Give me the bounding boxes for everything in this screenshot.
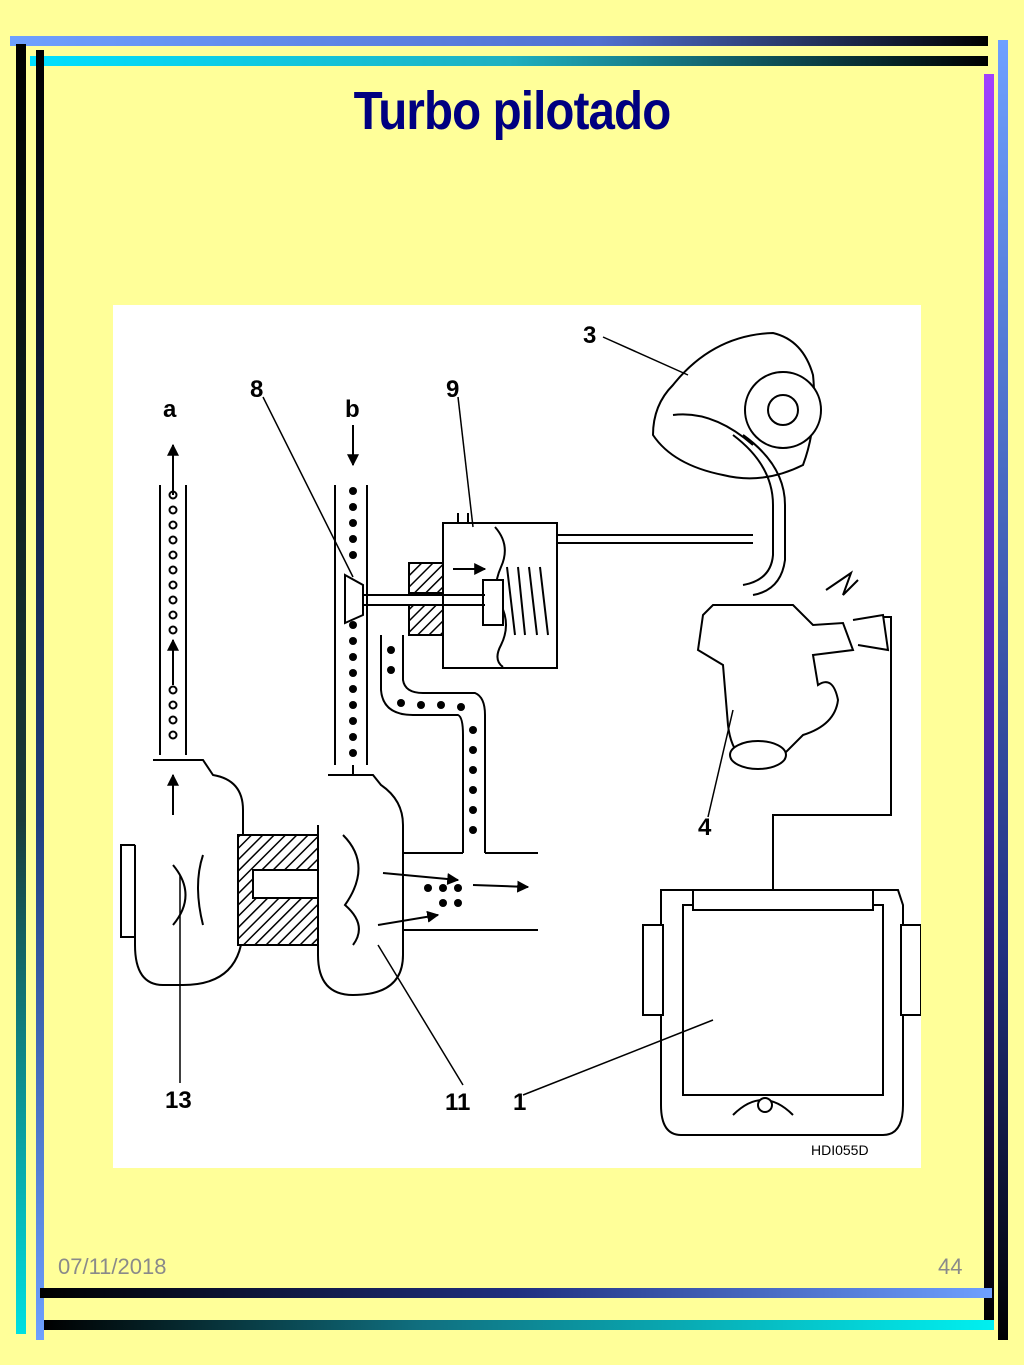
turbocharger [120,759,404,997]
outlet-flow-dots [424,884,462,907]
ecu-module [642,889,921,1136]
frame-top-bar-2 [30,56,988,66]
leader-lines [179,336,734,1096]
label-4: 4 [698,814,712,841]
turbo-diagram: a b 8 9 3 4 13 11 1 HDI055D [113,305,921,1168]
slide-title: Turbo pilotado [353,81,672,141]
label-b: b [345,396,360,423]
label-1: 1 [513,1089,526,1116]
exhaust-flow-dots [349,487,357,757]
intake-flow-dots [168,490,178,740]
frame-bottom-bar-1 [40,1288,992,1298]
label-9: 9 [446,376,459,403]
slide-page-number: 44 [938,1254,963,1279]
label-3: 3 [583,322,596,349]
frame-top-bar-1 [10,36,988,46]
signal-wire [772,616,892,890]
label-a: a [163,396,177,423]
turbo-diagram-svg: a b 8 9 3 4 13 11 1 HDI055D [120,322,921,1158]
slide-date: 07/11/2018 [58,1254,167,1279]
vacuum-pump [651,331,822,596]
frame-right-bar-1 [984,74,994,1324]
frame-bottom-bar-2 [44,1320,994,1330]
control-solenoid-valve [696,570,890,770]
figure-code: HDI055D [811,1142,869,1158]
frame-right-bar-2 [998,40,1008,1340]
label-8: 8 [250,376,263,403]
outlet-pipe [377,852,538,931]
label-13: 13 [165,1087,192,1114]
frame-left-bar-1 [16,44,26,1334]
wastegate-valve [344,563,487,625]
bypass-pipe [380,635,486,853]
frame-left-bar-2 [36,50,44,1340]
bypass-flow-dots [387,646,477,834]
label-11: 11 [445,1089,470,1116]
